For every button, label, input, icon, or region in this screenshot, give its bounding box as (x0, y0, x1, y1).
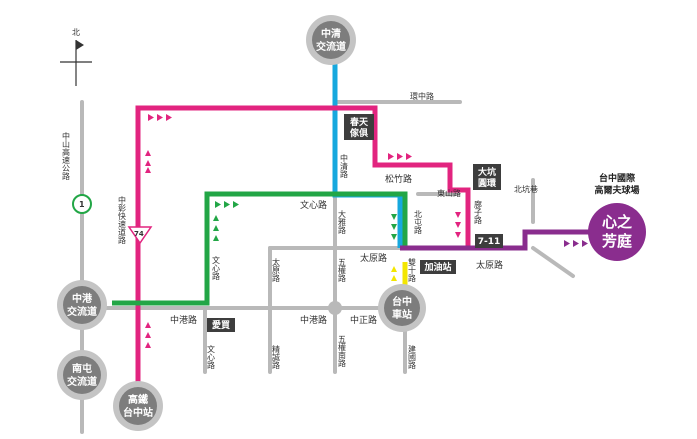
route-lines (112, 62, 605, 395)
svg-text:高鐵: 高鐵 (128, 393, 148, 406)
label-taiyuan-mid: 太原路 (360, 252, 387, 264)
label-wuquan: 五權路 (338, 258, 347, 282)
route-green (112, 191, 408, 306)
label-beitun: 北屯路 (414, 210, 423, 234)
label-shuangshi: 雙十路 (408, 257, 417, 282)
label-seven-eleven: 7-11 (475, 234, 503, 248)
svg-text:車站: 車站 (392, 308, 412, 321)
svg-text:芳庭: 芳庭 (602, 232, 633, 250)
svg-text:高爾夫球場: 高爾夫球場 (594, 184, 639, 196)
svg-text:74: 74 (134, 230, 144, 238)
label-zhongqing-rd: 中清路 (340, 153, 349, 178)
svg-text:大坑: 大坑 (478, 166, 496, 178)
label-huanzhong: 環中路 (410, 91, 434, 101)
roundabout-wuquan (328, 301, 342, 315)
svg-text:南屯: 南屯 (72, 362, 92, 375)
north-compass: 北 (60, 28, 92, 86)
arrows-magenta (145, 114, 461, 348)
label-dongshan: 東山路 (437, 188, 461, 198)
label-aimai: 愛買 (207, 318, 235, 332)
label-wenxin-left: 文心路 (212, 255, 221, 280)
svg-text:春天: 春天 (349, 116, 369, 128)
svg-text:傢俱: 傢俱 (349, 127, 368, 139)
highway-shield-icon: 1 (72, 194, 92, 214)
svg-text:1: 1 (79, 200, 85, 209)
node-nantun: 南屯 交流道 (57, 350, 107, 400)
node-gaotie: 高鐵 台中站 (113, 381, 163, 431)
label-songzhu: 松竹路 (385, 173, 412, 185)
svg-text:台中: 台中 (392, 295, 412, 308)
svg-text:交流道: 交流道 (67, 305, 97, 318)
label-zhongzhang: 中彰快速道路 (118, 195, 127, 244)
label-dakeng: 大坑 圓環 (473, 164, 501, 190)
svg-text:交流道: 交流道 (67, 375, 97, 388)
label-wuquan-south: 五權南路 (338, 335, 347, 367)
destination-xinzhi-fangting: 心之 芳庭 (588, 203, 646, 261)
label-taiyuan: 太原路 (272, 257, 281, 282)
svg-text:交流道: 交流道 (316, 40, 346, 53)
svg-text:台中國際: 台中國際 (599, 172, 636, 184)
label-zhonggang-mid: 中港路 (300, 314, 327, 326)
route-purple (400, 229, 605, 251)
svg-text:中清: 中清 (321, 27, 341, 40)
label-gas-station: 加油站 (420, 260, 456, 274)
label-jingcheng: 精誠路 (272, 344, 281, 369)
svg-text:心之: 心之 (602, 213, 632, 231)
label-wenxin-bottom: 文心路 (207, 344, 216, 369)
arrows-green (213, 201, 397, 241)
svg-text:7-11: 7-11 (478, 237, 501, 247)
svg-text:加油站: 加油站 (423, 261, 451, 273)
arrows-yellow (391, 266, 397, 281)
venue-label: 台中國際 高爾夫球場 (594, 172, 639, 196)
label-zhongshan-highway: 中山高速公路 (62, 131, 71, 180)
svg-text:中港: 中港 (72, 292, 93, 305)
label-liaozi: 廍子路 (474, 199, 483, 224)
route-magenta (135, 105, 471, 395)
label-daya: 大雅路 (338, 209, 347, 234)
node-zhongqing: 中清 交流道 (306, 15, 356, 65)
svg-text:圓環: 圓環 (478, 178, 497, 189)
route-74-icon: 74 (127, 226, 153, 245)
label-chuntian: 春天 傢俱 (344, 114, 374, 140)
label-zhongzheng: 中正路 (350, 314, 377, 326)
road-taiyuan-east (531, 246, 575, 278)
node-taizhong-station: 台中 車站 (378, 284, 426, 332)
label-jianguo: 建國路 (408, 344, 417, 369)
svg-text:愛買: 愛買 (212, 319, 230, 331)
label-taiyuan-right: 太原路 (476, 259, 503, 271)
arrows-purple (564, 240, 588, 247)
north-label: 北 (72, 28, 80, 37)
node-zhonggang: 中港 交流道 (57, 280, 107, 330)
svg-text:台中站: 台中站 (123, 406, 153, 419)
label-wenxin-top: 文心路 (300, 199, 327, 211)
label-zhonggang-left: 中港路 (170, 314, 197, 326)
label-beikeng: 北坑巷 (514, 184, 538, 194)
